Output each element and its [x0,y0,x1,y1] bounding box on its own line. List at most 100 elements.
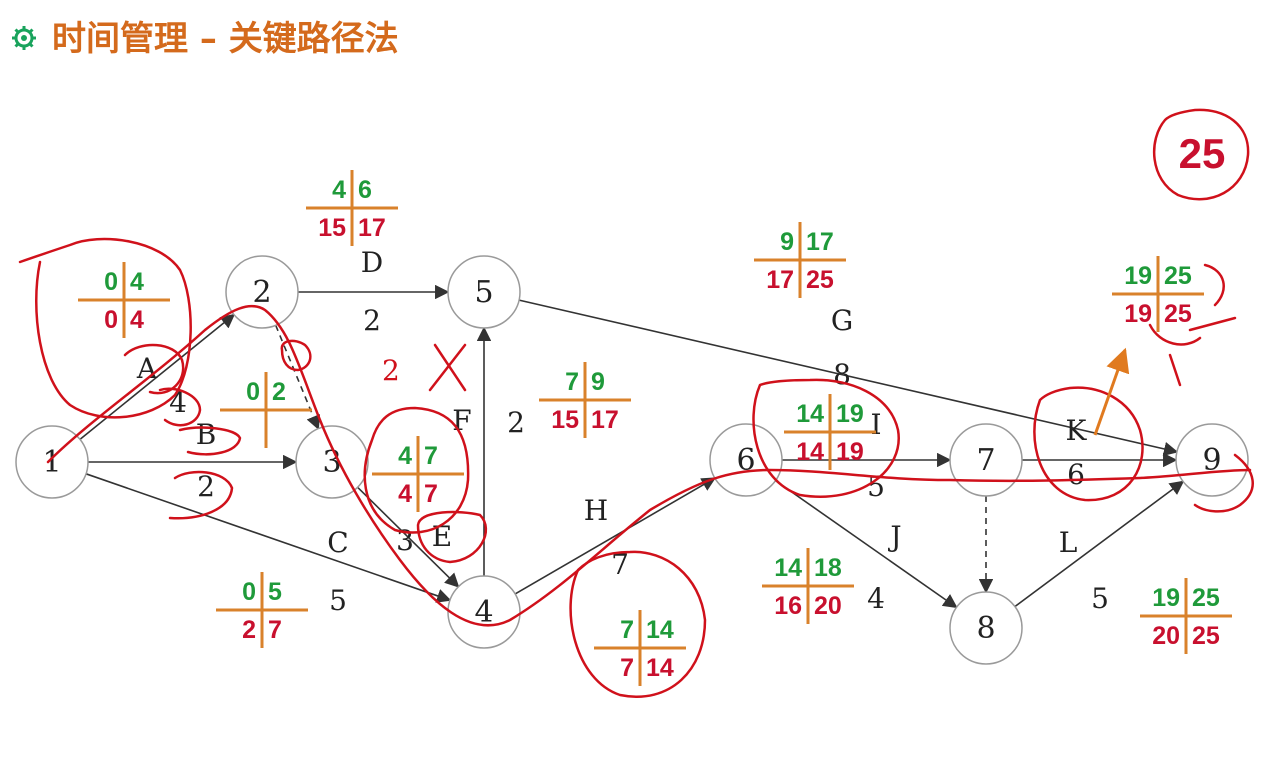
activity-duration-b: 2 [197,470,215,503]
ink-circle-total [1152,108,1250,201]
node-6: 6 [709,423,783,497]
grid-ef: 6 [358,176,372,204]
grid-es: 19 [1124,262,1152,290]
activity-name-f: F [452,404,471,437]
ink-loop-b [178,426,242,456]
node-label: 6 [736,443,755,478]
grid-lf: 20 [814,592,842,620]
activity-duration-c: 5 [329,584,347,617]
activity-duration-d: 2 [363,304,381,337]
grid-ls: 4 [398,480,412,508]
node-label: 3 [322,445,341,480]
grid-lf: 7 [268,616,282,644]
grid-es: 9 [780,228,794,256]
node-circle [15,425,89,499]
grid-ef: 25 [1164,262,1192,290]
page-title: 时间管理 – 关键路径法 [52,19,399,59]
node-label: 7 [976,443,995,478]
edge-h [514,477,717,595]
ink-loop-a [123,343,185,395]
grid-ef: 14 [646,616,674,644]
edge-l [1014,480,1185,608]
ink-circle-grid-h [569,550,707,698]
grid-ef: 19 [836,400,864,428]
edge-g [518,299,1179,457]
grid-lf: 17 [358,214,386,242]
node-2: 2 [225,255,299,329]
ink-circle-grid-i [752,378,900,498]
node-circle [1175,423,1249,497]
node-7: 7 [949,423,1023,497]
ink-tail-9 [1193,453,1254,513]
node-5: 5 [447,255,521,329]
total-duration: 25 [1179,130,1226,177]
activity-duration-f: 2 [507,406,525,439]
grid-ef: 25 [1192,584,1220,612]
activity-name-b: B [196,418,217,451]
activity-name-k: K [1066,414,1088,447]
grid-es: 7 [620,616,634,644]
grid-ef: 7 [424,442,438,470]
grid-ef: 17 [806,228,834,256]
grid-ls: 20 [1152,622,1180,650]
grid-ef: 5 [268,578,282,606]
grid-ls: 7 [620,654,634,682]
grid-ls: 15 [551,406,579,434]
node-circle [447,255,521,329]
grid-es: 4 [332,176,346,204]
highlight-arrow [1093,347,1130,436]
grid-ls: 0 [104,306,118,334]
grid-es: 7 [565,368,579,396]
node-circle [295,425,369,499]
time-grid-l: 19 25 20 25 [1140,578,1232,654]
activity-duration-g: 8 [833,358,851,391]
node-label: 5 [474,275,493,310]
ink-circle-dummy [280,339,312,372]
activity-duration-a: 4 [169,386,187,419]
gear-bullet-icon [12,26,36,50]
grid-es: 14 [796,400,824,428]
node-4: 4 [447,575,521,649]
node-circle [225,255,299,329]
activity-name-g: G [831,304,853,337]
activity-duration-h: 7 [611,548,629,581]
edge-j [775,479,958,609]
ink-x-mark [428,343,467,392]
critical-path-ink [46,304,1252,627]
node-label: 8 [976,611,995,646]
edges-layer [79,284,1185,609]
grid-lf: 17 [591,406,619,434]
node-label: 2 [252,275,271,310]
ink-loop-2 [168,470,234,520]
activity-name-d: D [361,246,383,279]
activity-name-c: C [327,526,348,559]
node-label: 4 [474,595,493,630]
grid-es: 19 [1152,584,1180,612]
node-3: 3 [295,425,369,499]
handwritten-annotations [18,108,1254,698]
edge-e [357,486,460,588]
handwritten-2: 2 [382,354,400,387]
ink-loop-e [416,510,488,564]
grid-es: 0 [242,578,256,606]
edge-a [79,313,236,440]
grid-lf: 25 [1192,622,1220,650]
grid-lf: 7 [424,480,438,508]
grid-ef: 9 [591,368,605,396]
grid-lf: 25 [806,266,834,294]
ink-circle-grid-a [18,237,192,419]
grid-es: 4 [398,442,412,470]
grid-ls: 15 [318,214,346,242]
activity-name-a: A [136,352,158,385]
activity-duration-l: 5 [1091,582,1109,615]
activity-duration-k: 6 [1067,458,1085,491]
node-label: 9 [1202,443,1221,478]
